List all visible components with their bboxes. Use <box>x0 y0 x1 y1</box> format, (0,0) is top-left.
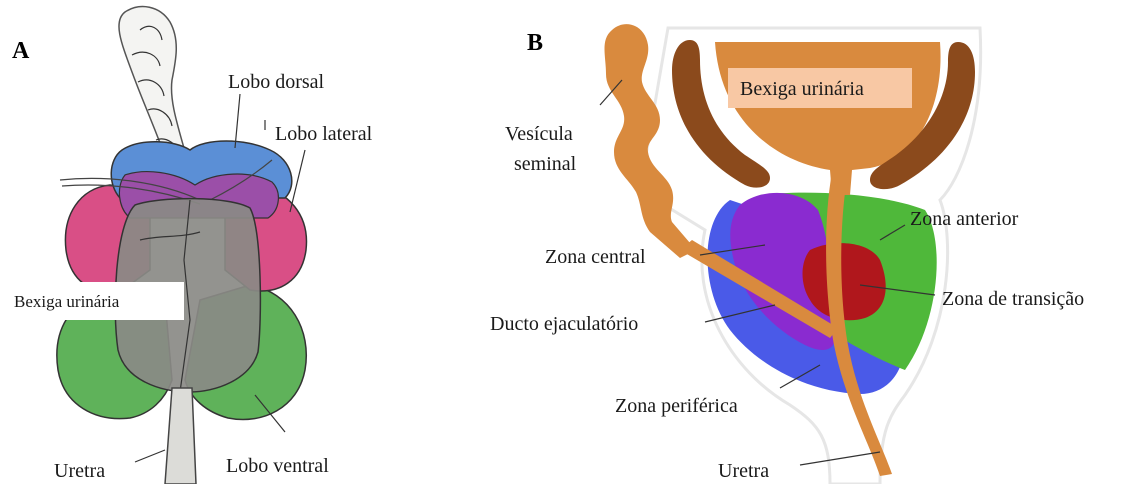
label-vesicula-2: seminal <box>514 153 577 175</box>
label-lobo-dorsal: Lobo dorsal <box>228 71 325 93</box>
leader-uretra-a <box>135 450 165 462</box>
panel-b-letter: B <box>527 30 543 56</box>
label-uretra-b: Uretra <box>718 460 769 482</box>
label-ducto: Ducto ejaculatório <box>490 313 638 335</box>
label-bexiga-a: Bexiga urinária <box>14 292 120 311</box>
label-zona-periferica: Zona periférica <box>615 395 738 417</box>
label-vesicula-1: Vesícula <box>505 123 573 145</box>
panel-b: B Bexiga urinária Vesícula semina <box>490 24 1084 484</box>
panel-a: A Bexiga urinária Lobo dorsal Lo <box>0 7 373 484</box>
urethra-tube-a <box>165 388 196 484</box>
label-zona-central: Zona central <box>545 246 646 268</box>
label-zona-anterior: Zona anterior <box>910 208 1019 230</box>
leader-lobo-dorsal <box>235 94 240 148</box>
label-uretra-a: Uretra <box>54 460 105 482</box>
panel-a-letter: A <box>12 38 30 64</box>
label-zona-transicao: Zona de transição <box>942 288 1084 310</box>
label-bexiga-b: Bexiga urinária <box>740 78 864 100</box>
label-lobo-ventral: Lobo ventral <box>226 455 329 477</box>
leader-uretra-b <box>800 452 880 465</box>
label-lobo-lateral: Lobo lateral <box>275 123 373 145</box>
